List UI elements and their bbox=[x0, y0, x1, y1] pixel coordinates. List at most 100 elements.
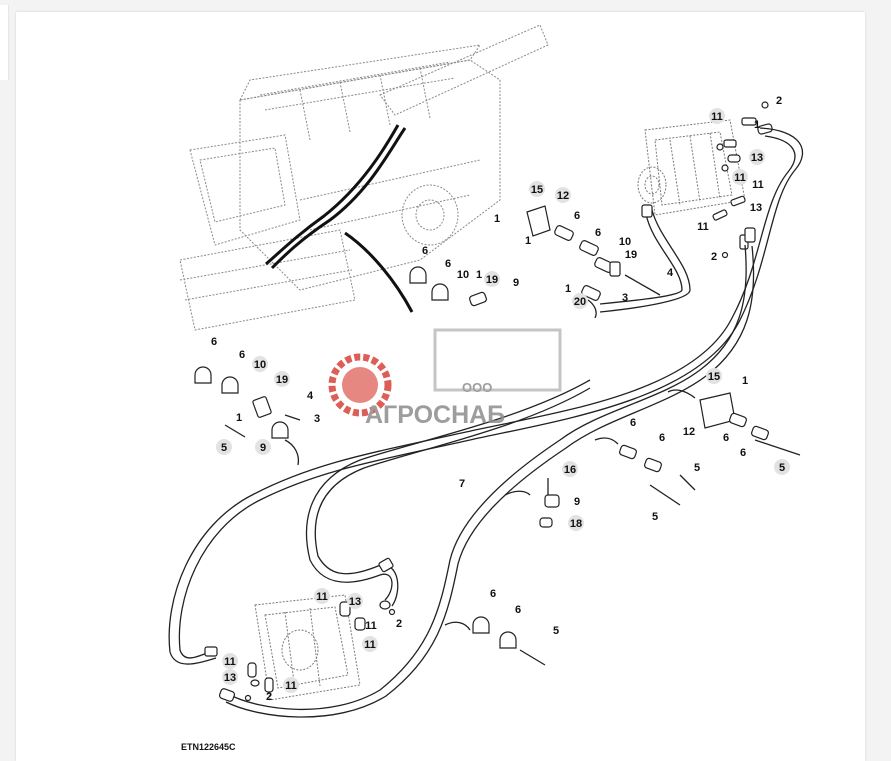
callout-label: 6 bbox=[574, 210, 580, 222]
callout-19: 19 bbox=[274, 371, 290, 387]
callout-9: 9 bbox=[255, 439, 271, 455]
callout-label: 6 bbox=[490, 588, 496, 600]
callout-15: 15 bbox=[706, 368, 722, 384]
callout-4: 4 bbox=[667, 267, 674, 279]
callout-13: 13 bbox=[749, 149, 765, 165]
callout-5: 5 bbox=[774, 459, 790, 475]
callout-circle bbox=[255, 439, 271, 455]
callout-label: 1 bbox=[565, 283, 571, 295]
callout-12: 12 bbox=[555, 187, 571, 203]
callout-circle bbox=[222, 669, 238, 685]
callout-7: 7 bbox=[459, 478, 465, 490]
callout-11: 11 bbox=[732, 169, 748, 185]
callout-6: 6 bbox=[515, 604, 521, 616]
callout-label: 12 bbox=[557, 190, 569, 202]
callout-2: 2 bbox=[711, 251, 717, 263]
callout-circle bbox=[216, 439, 232, 455]
callout-5: 5 bbox=[694, 462, 700, 474]
callout-circle bbox=[774, 459, 790, 475]
callout-label: 10 bbox=[254, 359, 266, 371]
callout-6: 6 bbox=[723, 432, 729, 444]
callout-label: 6 bbox=[445, 258, 451, 270]
callout-6: 6 bbox=[211, 336, 217, 348]
watermark-company: ООО bbox=[462, 380, 492, 395]
callout-label: 5 bbox=[694, 462, 700, 474]
callout-6: 6 bbox=[630, 417, 636, 429]
callout-label: 6 bbox=[211, 336, 217, 348]
callout-circle bbox=[706, 368, 722, 384]
callout-label: 2 bbox=[711, 251, 717, 263]
callout-label: 15 bbox=[531, 184, 543, 196]
callout-label: 9 bbox=[574, 496, 580, 508]
callout-label: 13 bbox=[751, 152, 763, 164]
callout-6: 6 bbox=[595, 227, 601, 239]
callout-9: 9 bbox=[513, 277, 519, 289]
callout-10: 10 bbox=[252, 356, 268, 372]
callout-11: 11 bbox=[365, 620, 377, 632]
callout-6: 6 bbox=[490, 588, 496, 600]
callout-6: 6 bbox=[445, 258, 451, 270]
callout-13: 13 bbox=[750, 202, 762, 214]
callout-label: 10 bbox=[457, 269, 469, 281]
callout-label: 20 bbox=[574, 296, 586, 308]
callout-12: 12 bbox=[683, 426, 695, 438]
callout-label: 11 bbox=[734, 172, 746, 184]
callout-label: 6 bbox=[515, 604, 521, 616]
callout-label: 1 bbox=[494, 213, 500, 225]
callout-circle bbox=[314, 588, 330, 604]
callout-label: 6 bbox=[630, 417, 636, 429]
callout-5: 5 bbox=[216, 439, 232, 455]
callout-circle bbox=[283, 677, 299, 693]
callout-label: 10 bbox=[619, 236, 631, 248]
callout-11: 11 bbox=[222, 653, 238, 669]
callout-4: 4 bbox=[307, 390, 314, 402]
callout-11: 11 bbox=[362, 636, 378, 652]
callout-circle bbox=[362, 636, 378, 652]
lower-motor-fittings bbox=[244, 600, 396, 702]
callout-1: 1 bbox=[236, 412, 242, 424]
callout-label: 3 bbox=[622, 292, 628, 304]
callout-11: 11 bbox=[697, 221, 709, 233]
detail-leader-line bbox=[344, 231, 414, 313]
callout-label: 3 bbox=[314, 413, 320, 425]
callout-circle bbox=[732, 169, 748, 185]
callout-label: 16 bbox=[564, 464, 576, 476]
callout-13: 13 bbox=[222, 669, 238, 685]
callout-1: 1 bbox=[494, 213, 500, 225]
callout-label: 19 bbox=[276, 374, 288, 386]
callout-11: 11 bbox=[752, 179, 764, 191]
callout-label: 2 bbox=[266, 691, 272, 703]
upper-pump-assembly bbox=[637, 119, 746, 216]
callout-11: 11 bbox=[283, 677, 299, 693]
callout-11: 11 bbox=[709, 108, 725, 124]
callout-circle bbox=[572, 293, 588, 309]
callout-label: 18 bbox=[570, 518, 582, 530]
callout-circle bbox=[529, 181, 545, 197]
callout-19: 19 bbox=[484, 271, 500, 287]
callout-label: 11 bbox=[364, 639, 376, 651]
callout-label: 11 bbox=[752, 179, 764, 191]
callout-label: 13 bbox=[750, 202, 762, 214]
upper-pump-fittings bbox=[712, 101, 773, 259]
callout-label: 6 bbox=[723, 432, 729, 444]
callout-1: 1 bbox=[476, 269, 482, 281]
direction-arrows bbox=[284, 299, 696, 631]
callout-label: 11 bbox=[711, 111, 723, 123]
bolts bbox=[224, 274, 801, 666]
callout-circle bbox=[562, 461, 578, 477]
callout-6: 6 bbox=[574, 210, 580, 222]
callout-11: 11 bbox=[314, 588, 330, 604]
combine-harvester-illustration bbox=[179, 24, 549, 331]
callout-label: 6 bbox=[659, 432, 665, 444]
watermark-logo: ООО АГРОСНАБ bbox=[328, 328, 562, 429]
callout-10: 10 bbox=[619, 236, 631, 248]
callout-label: 13 bbox=[349, 596, 361, 608]
watermark-brand: АГРОСНАБ bbox=[365, 401, 505, 429]
diagram-sheet bbox=[16, 12, 865, 761]
callout-19: 19 bbox=[625, 249, 637, 261]
callout-5: 5 bbox=[652, 511, 658, 523]
callout-circle bbox=[568, 515, 584, 531]
callout-label: 6 bbox=[239, 349, 245, 361]
callout-label: 1 bbox=[742, 375, 748, 387]
